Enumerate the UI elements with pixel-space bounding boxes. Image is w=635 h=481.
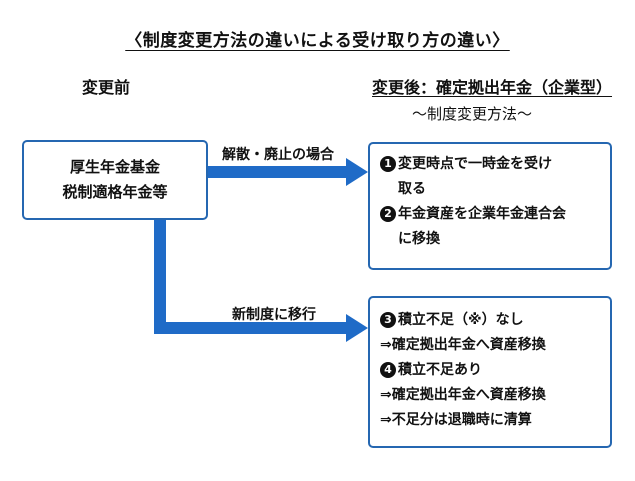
circled-number-4: 4 <box>380 362 396 378</box>
circled-number-3: 3 <box>380 312 396 328</box>
diagram-title: 〈制度変更方法の違いによる受け取り方の違い〉 <box>125 31 510 51</box>
before-header: 変更前 <box>82 78 131 97</box>
source-line1: 厚生年金基金 <box>69 158 160 176</box>
box1-line2: 取る <box>398 181 426 197</box>
arrow2-shaft <box>154 322 348 334</box>
method-subheader: 〜制度変更方法〜 <box>412 105 533 123</box>
box1-line4: に移換 <box>398 231 440 247</box>
box2-line5: ⇒不足分は退職時に清算 <box>380 412 532 428</box>
circled-number-2: 2 <box>380 206 396 222</box>
arrow1-label: 解散・廃止の場合 <box>222 147 334 163</box>
arrow2-head <box>346 314 368 342</box>
box2-line3: 積立不足あり <box>398 362 482 378</box>
after-header: 変更後：確定拠出年金（企業型） <box>372 78 613 97</box>
box1-line1: 変更時点で一時金を受け <box>398 156 552 172</box>
arrow1-shaft <box>208 166 348 178</box>
connector-vertical <box>154 220 166 334</box>
source-line2: 税制適格年金等 <box>62 183 168 201</box>
arrow2-label: 新制度に移行 <box>232 307 316 323</box>
box1-line3: 年金資産を企業年金連合会 <box>398 206 566 222</box>
source-box: 厚生年金基金 税制適格年金等 <box>22 140 208 220</box>
circled-number-1: 1 <box>380 156 396 172</box>
box2-line1: 積立不足（※）なし <box>398 312 524 328</box>
box2-line2: ⇒確定拠出年金へ資産移換 <box>380 337 546 353</box>
box2-line4: ⇒確定拠出年金へ資産移換 <box>380 387 546 403</box>
arrow1-head <box>346 158 368 186</box>
